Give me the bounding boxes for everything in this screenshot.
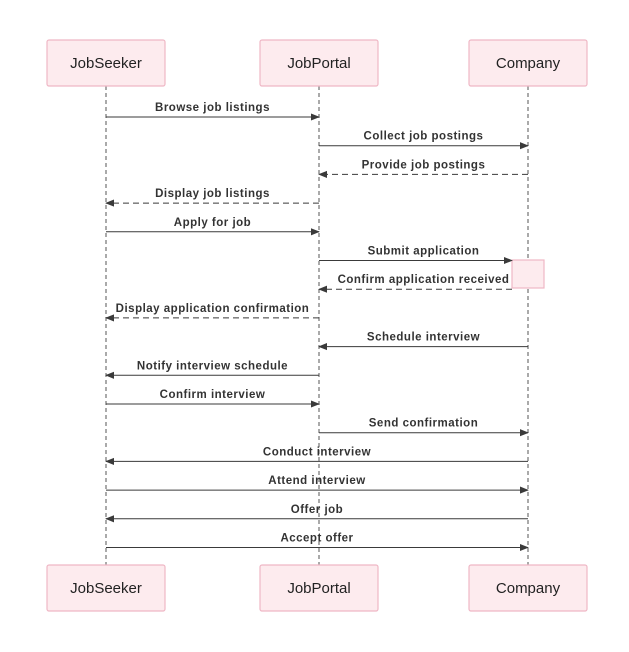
actor-label: Company: [496, 55, 561, 72]
message-11: Confirm interview: [106, 389, 320, 408]
message-label: Provide job postings: [362, 159, 486, 171]
message-2: Collect job postings: [319, 131, 529, 150]
actor-box: [46, 564, 166, 612]
actor-label: JobPortal: [287, 580, 350, 597]
message-8: Display application confirmation: [105, 303, 319, 322]
actors-top: JobSeeker JobPortal Company: [46, 39, 588, 87]
message-label: Attend interview: [268, 475, 365, 487]
message-16: Accept offer: [106, 533, 529, 552]
actor-box: [46, 39, 166, 87]
actor-jobseeker-top[interactable]: JobSeeker: [46, 39, 166, 87]
message-1: Browse job listings: [106, 102, 320, 121]
message-14: Attend interview: [106, 475, 529, 494]
message-label: Accept offer: [280, 533, 353, 545]
message-label: Send confirmation: [369, 418, 478, 430]
actor-jobseeker-bottom[interactable]: JobSeeker: [46, 564, 166, 612]
message-label: Display job listings: [155, 188, 270, 200]
message-label: Schedule interview: [367, 332, 480, 344]
activations: [511, 259, 545, 289]
message-label: Apply for job: [174, 217, 251, 229]
message-label: Confirm application received: [338, 274, 510, 286]
message-6: Submit application: [319, 246, 513, 265]
actor-label: JobSeeker: [70, 580, 142, 597]
actor-jobportal-top[interactable]: JobPortal: [259, 39, 379, 87]
message-label: Display application confirmation: [116, 303, 310, 315]
actor-box: [259, 39, 379, 87]
message-label: Conduct interview: [263, 446, 371, 458]
actor-box: [468, 564, 588, 612]
message-label: Collect job postings: [364, 131, 484, 143]
actor-jobportal-bottom[interactable]: JobPortal: [259, 564, 379, 612]
actor-company-bottom[interactable]: Company: [468, 564, 588, 612]
message-label: Submit application: [368, 246, 480, 258]
actor-company-top[interactable]: Company: [468, 39, 588, 87]
message-10: Notify interview schedule: [105, 360, 319, 379]
activation-company: [511, 259, 545, 289]
actor-label: JobPortal: [287, 55, 350, 72]
actors-bottom: JobSeeker JobPortal Company: [46, 564, 588, 612]
lifelines: [105, 86, 529, 565]
message-label: Confirm interview: [160, 389, 266, 401]
actor-label: Company: [496, 580, 561, 597]
message-12: Send confirmation: [319, 418, 529, 437]
actor-box: [259, 564, 379, 612]
message-9: Schedule interview: [318, 332, 528, 351]
message-4: Display job listings: [105, 188, 319, 207]
message-label: Offer job: [291, 504, 343, 516]
message-7: Confirm application received: [318, 274, 512, 293]
actor-box: [468, 39, 588, 87]
message-13: Conduct interview: [105, 446, 528, 465]
message-5: Apply for job: [106, 217, 320, 236]
message-label: Browse job listings: [155, 102, 270, 114]
message-15: Offer job: [105, 504, 528, 523]
message-label: Notify interview schedule: [137, 360, 288, 372]
actor-label: JobSeeker: [70, 55, 142, 72]
message-3: Provide job postings: [318, 159, 528, 178]
